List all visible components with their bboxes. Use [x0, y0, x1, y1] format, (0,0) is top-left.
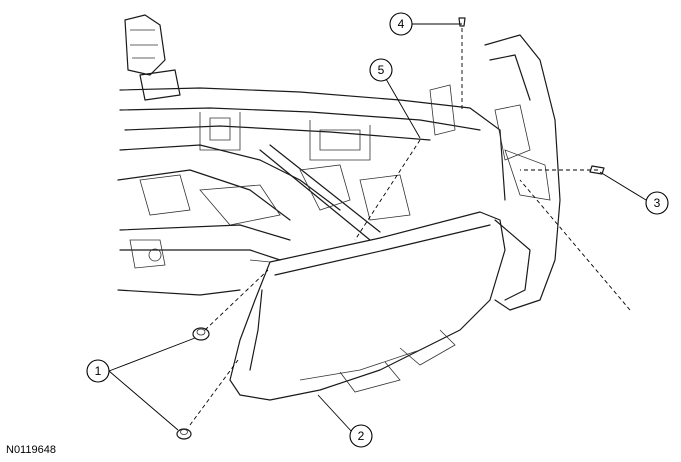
screw-fastener-top	[458, 17, 466, 27]
callout-1-label: 1	[95, 364, 102, 378]
callout-4-label: 4	[398, 17, 405, 31]
callout-3: 3	[645, 191, 669, 215]
figure-id: N0119648	[6, 444, 56, 456]
callout-2: 2	[349, 424, 373, 448]
callout-3-label: 3	[654, 196, 661, 210]
callout-5: 5	[369, 58, 393, 82]
push-pin-fastener-upper	[192, 327, 210, 341]
leader-lines	[108, 23, 647, 433]
callout-4: 4	[389, 12, 413, 36]
callout-5-label: 5	[378, 63, 385, 77]
push-pin-fastener-lower	[176, 428, 192, 440]
fasteners	[176, 17, 605, 440]
screw-fastener-right	[589, 165, 605, 175]
vehicle-front-structure	[117, 14, 561, 311]
callout-2-label: 2	[358, 429, 365, 443]
callout-1: 1	[86, 359, 110, 383]
bumper-cover	[229, 211, 531, 401]
